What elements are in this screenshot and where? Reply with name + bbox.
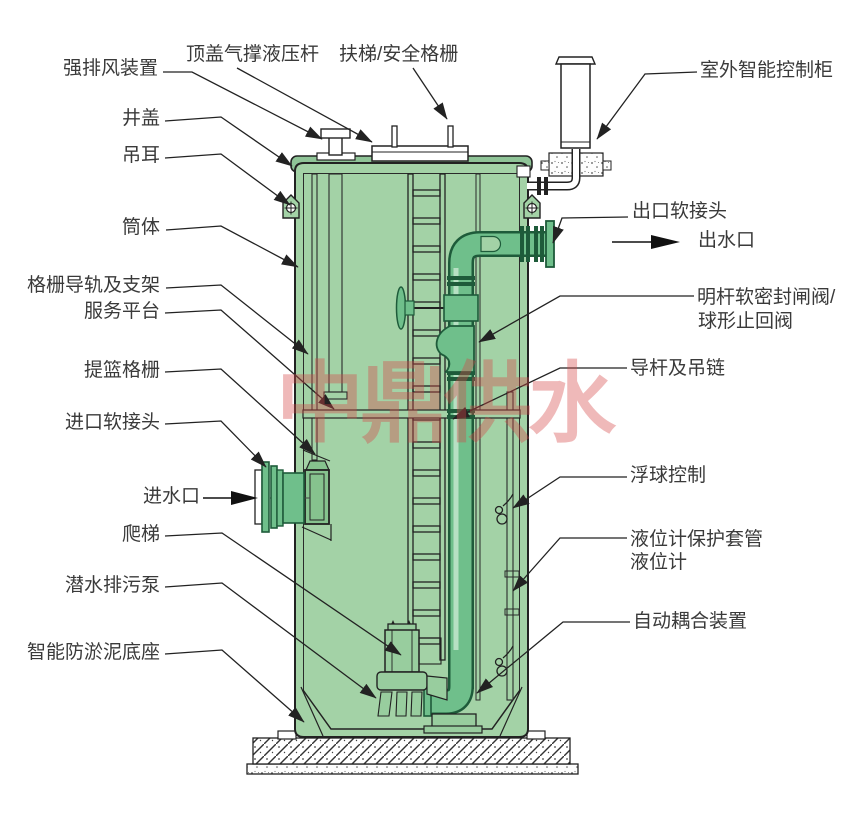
check-valve (435, 325, 475, 373)
control-cabinet (516, 56, 612, 195)
basket-grille (301, 449, 332, 541)
label-pump: 潜水排污泵 (64, 575, 160, 596)
label-inlet: 进水口 (142, 486, 200, 507)
label-climb-ladder: 爬梯 (121, 524, 160, 545)
label-grille-rail: 格栅导轨及支架 (26, 275, 160, 296)
gate-valve (395, 286, 479, 330)
label-guide-rod: 导杆及吊链 (630, 358, 726, 379)
label-cabinet: 室外智能控制柜 (700, 60, 834, 81)
tank-foot-right (526, 730, 546, 740)
label-valves-line2: 球形止回阀 (698, 311, 794, 332)
label-basket-grille: 提篮格栅 (83, 360, 160, 381)
submersible-pump (376, 620, 448, 717)
label-gas-strut: 顶盖气撑液压杆 (186, 44, 320, 65)
label-valves-line1: 明杆软密封闸阀/ (697, 287, 836, 308)
label-level-gauge-1: 液位计保护套管 (630, 529, 764, 550)
grille-guide-rail (311, 173, 318, 461)
label-auto-coupling: 自动耦合装置 (633, 611, 748, 632)
coupling-elbow (423, 650, 483, 734)
outlet-flow-arrow (612, 235, 680, 249)
label-shell: 筒体 (121, 217, 160, 238)
guide-rod (475, 173, 481, 701)
inlet-flow-arrow (203, 491, 258, 505)
label-outlet: 出水口 (698, 230, 756, 251)
well-cover-frame (371, 125, 469, 162)
lifting-ear-right (523, 194, 541, 219)
label-well-cover: 井盖 (121, 108, 160, 129)
inlet-flexible-joint (248, 461, 314, 533)
discharge-pipe (447, 220, 555, 689)
forced-exhaust-vent (316, 128, 356, 400)
label-outlet-joint: 出口软接头 (632, 201, 728, 222)
label-float-control: 浮球控制 (630, 465, 707, 486)
label-forced-exhaust: 强排风装置 (62, 58, 158, 79)
service-platform (302, 409, 521, 419)
tank-foot-left (277, 730, 297, 740)
label-smart-base: 智能防淤泥底座 (26, 642, 160, 663)
label-level-gauge-2: 液位计 (630, 552, 688, 573)
float-switches (494, 493, 514, 677)
label-service-platform: 服务平台 (83, 301, 160, 322)
label-lifting-ear: 吊耳 (121, 145, 160, 166)
label-inlet-joint: 进口软接头 (64, 412, 160, 433)
leader-lines (163, 67, 698, 723)
foundation (246, 737, 579, 775)
label-ladder-guard: 扶梯/安全格栅 (339, 44, 459, 65)
